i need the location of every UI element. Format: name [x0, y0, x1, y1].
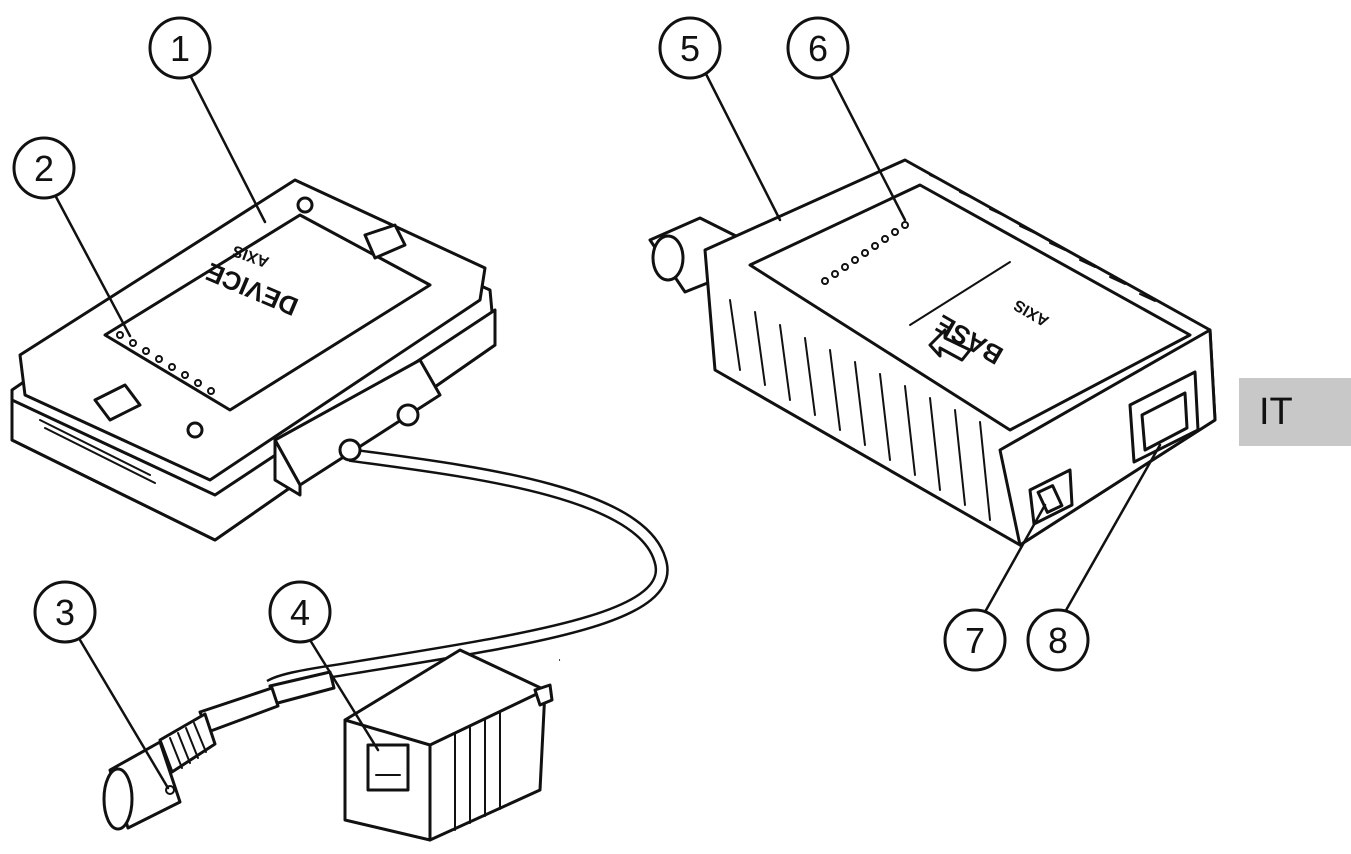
- callout-5: 5: [680, 28, 700, 69]
- rj45-coupler: [343, 648, 554, 842]
- callout-7: 7: [965, 620, 985, 661]
- callout-6: 6: [808, 28, 828, 69]
- callout-4: 4: [290, 592, 310, 633]
- base-network-port: [1128, 370, 1200, 464]
- callouts: 1 2 3 4 5 6 7 8: [12, 16, 1162, 790]
- base-unit: AXIS BASE: [648, 158, 1217, 547]
- device-led-row: [116, 331, 215, 395]
- base-led-row: [821, 221, 909, 285]
- callout-8: 8: [1048, 620, 1068, 661]
- callout-3: 3: [55, 592, 75, 633]
- device-unit: AXIS DEVICE: [10, 178, 497, 542]
- cables: [266, 415, 777, 693]
- callout-2: 2: [34, 148, 54, 189]
- language-tab[interactable]: IT: [1239, 378, 1351, 446]
- bnc-knurl: [169, 722, 207, 769]
- language-tab-label: IT: [1259, 390, 1293, 433]
- base-side-ribs: [729, 299, 991, 521]
- base-top-ribs: [929, 174, 1156, 302]
- bnc-connector: [102, 670, 336, 831]
- callout-1: 1: [170, 28, 190, 69]
